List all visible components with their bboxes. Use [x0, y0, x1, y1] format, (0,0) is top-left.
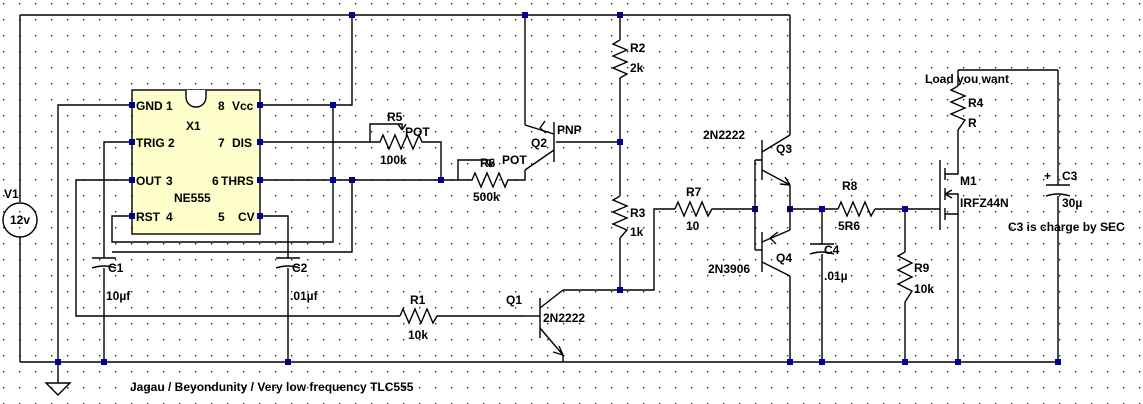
v1-name: V1: [4, 187, 19, 201]
pin-vcc-label: Vcc: [232, 99, 254, 113]
c3-name: C3: [1062, 169, 1078, 183]
r8-value: 5R6: [838, 219, 860, 233]
r4-name: R4: [968, 96, 984, 110]
q2-name: Q2: [531, 136, 547, 150]
r7-name: R7: [686, 185, 702, 199]
c4-value: .01µ: [824, 269, 848, 283]
r3-value: 1k: [630, 225, 644, 239]
v1-value: 12v: [10, 213, 30, 227]
pin-out-label: OUT: [136, 174, 162, 188]
pin-gnd-label: GND: [136, 99, 163, 113]
c3-charge-note: C3 is charge by SEC: [1008, 220, 1125, 234]
pin-8-number: 8: [218, 99, 225, 113]
r4-value: R: [968, 116, 977, 130]
r6-value: 500k: [473, 190, 500, 204]
ne555-ic: GND 1 TRIG 2 OUT 3 RST 4 8 Vcc 7 DIS 6 T…: [129, 89, 263, 235]
m1-part: IRFZ44N: [960, 196, 1009, 210]
pin-6-number: 6: [212, 174, 219, 188]
r3-name: R3: [630, 206, 646, 220]
component-labels: R5 POT 100k R6 POT 500k R1 10k R2 2k R3 …: [106, 41, 1125, 394]
q1-name: Q1: [506, 293, 522, 307]
m1-name: M1: [960, 174, 977, 188]
r8-name: R8: [842, 179, 858, 193]
pin-2-number: 2: [168, 136, 175, 150]
wires: [19, 14, 1059, 383]
r5-type: POT: [405, 125, 430, 139]
pin-7-number: 7: [218, 136, 225, 150]
pin-4-number: 4: [166, 210, 173, 224]
pin-trig-label: TRIG: [136, 136, 165, 150]
pin-5-number: 5: [218, 210, 225, 224]
q2-part: PNP: [557, 123, 582, 137]
v1-source: V1 12v: [2, 187, 38, 238]
c2-name: C2: [292, 261, 308, 275]
ic-part: NE555: [174, 191, 211, 205]
c3-polarity: +: [1044, 169, 1051, 183]
r1-value: 10k: [408, 328, 428, 342]
q4-part: 2N3906: [708, 262, 750, 276]
footer-credit: Jagau / Beyondunity / Very low frequency…: [130, 380, 414, 394]
c1-name: C1: [108, 261, 124, 275]
r9-value: 10k: [914, 282, 934, 296]
r5-name: R5: [387, 110, 403, 124]
r6-type: POT: [502, 153, 527, 167]
r7-value: 10: [686, 219, 700, 233]
pin-rst-label: RST: [136, 210, 161, 224]
c1-value: 10µf: [106, 289, 131, 303]
capacitor-bodies: [91, 184, 1071, 286]
c2-value: .01µf: [290, 289, 319, 303]
c3-value: 30µ: [1062, 196, 1082, 210]
pin-3-number: 3: [166, 174, 173, 188]
r5-value: 100k: [380, 153, 407, 167]
ground-symbol: [44, 382, 72, 396]
pin-1-number: 1: [166, 99, 173, 113]
load-note: Load you want: [925, 72, 1009, 86]
q3-part: 2N2222: [703, 128, 745, 142]
r2-value: 2k: [630, 61, 644, 75]
ic-name: X1: [186, 119, 201, 133]
pin-dis-label: DIS: [232, 136, 252, 150]
r9-name: R9: [914, 261, 930, 275]
r1-name: R1: [410, 293, 426, 307]
r2-name: R2: [630, 41, 646, 55]
r6-name: R6: [480, 156, 496, 170]
pin-thrs-label: THRS: [221, 174, 254, 188]
q1-part: 2N2222: [543, 311, 585, 325]
q3-name: Q3: [776, 142, 792, 156]
c4-name: C4: [824, 243, 840, 257]
q4-name: Q4: [776, 251, 792, 265]
transistor-bodies: [524, 120, 959, 356]
resistor-bodies: [370, 39, 967, 325]
pin-cv-label: CV: [238, 210, 255, 224]
